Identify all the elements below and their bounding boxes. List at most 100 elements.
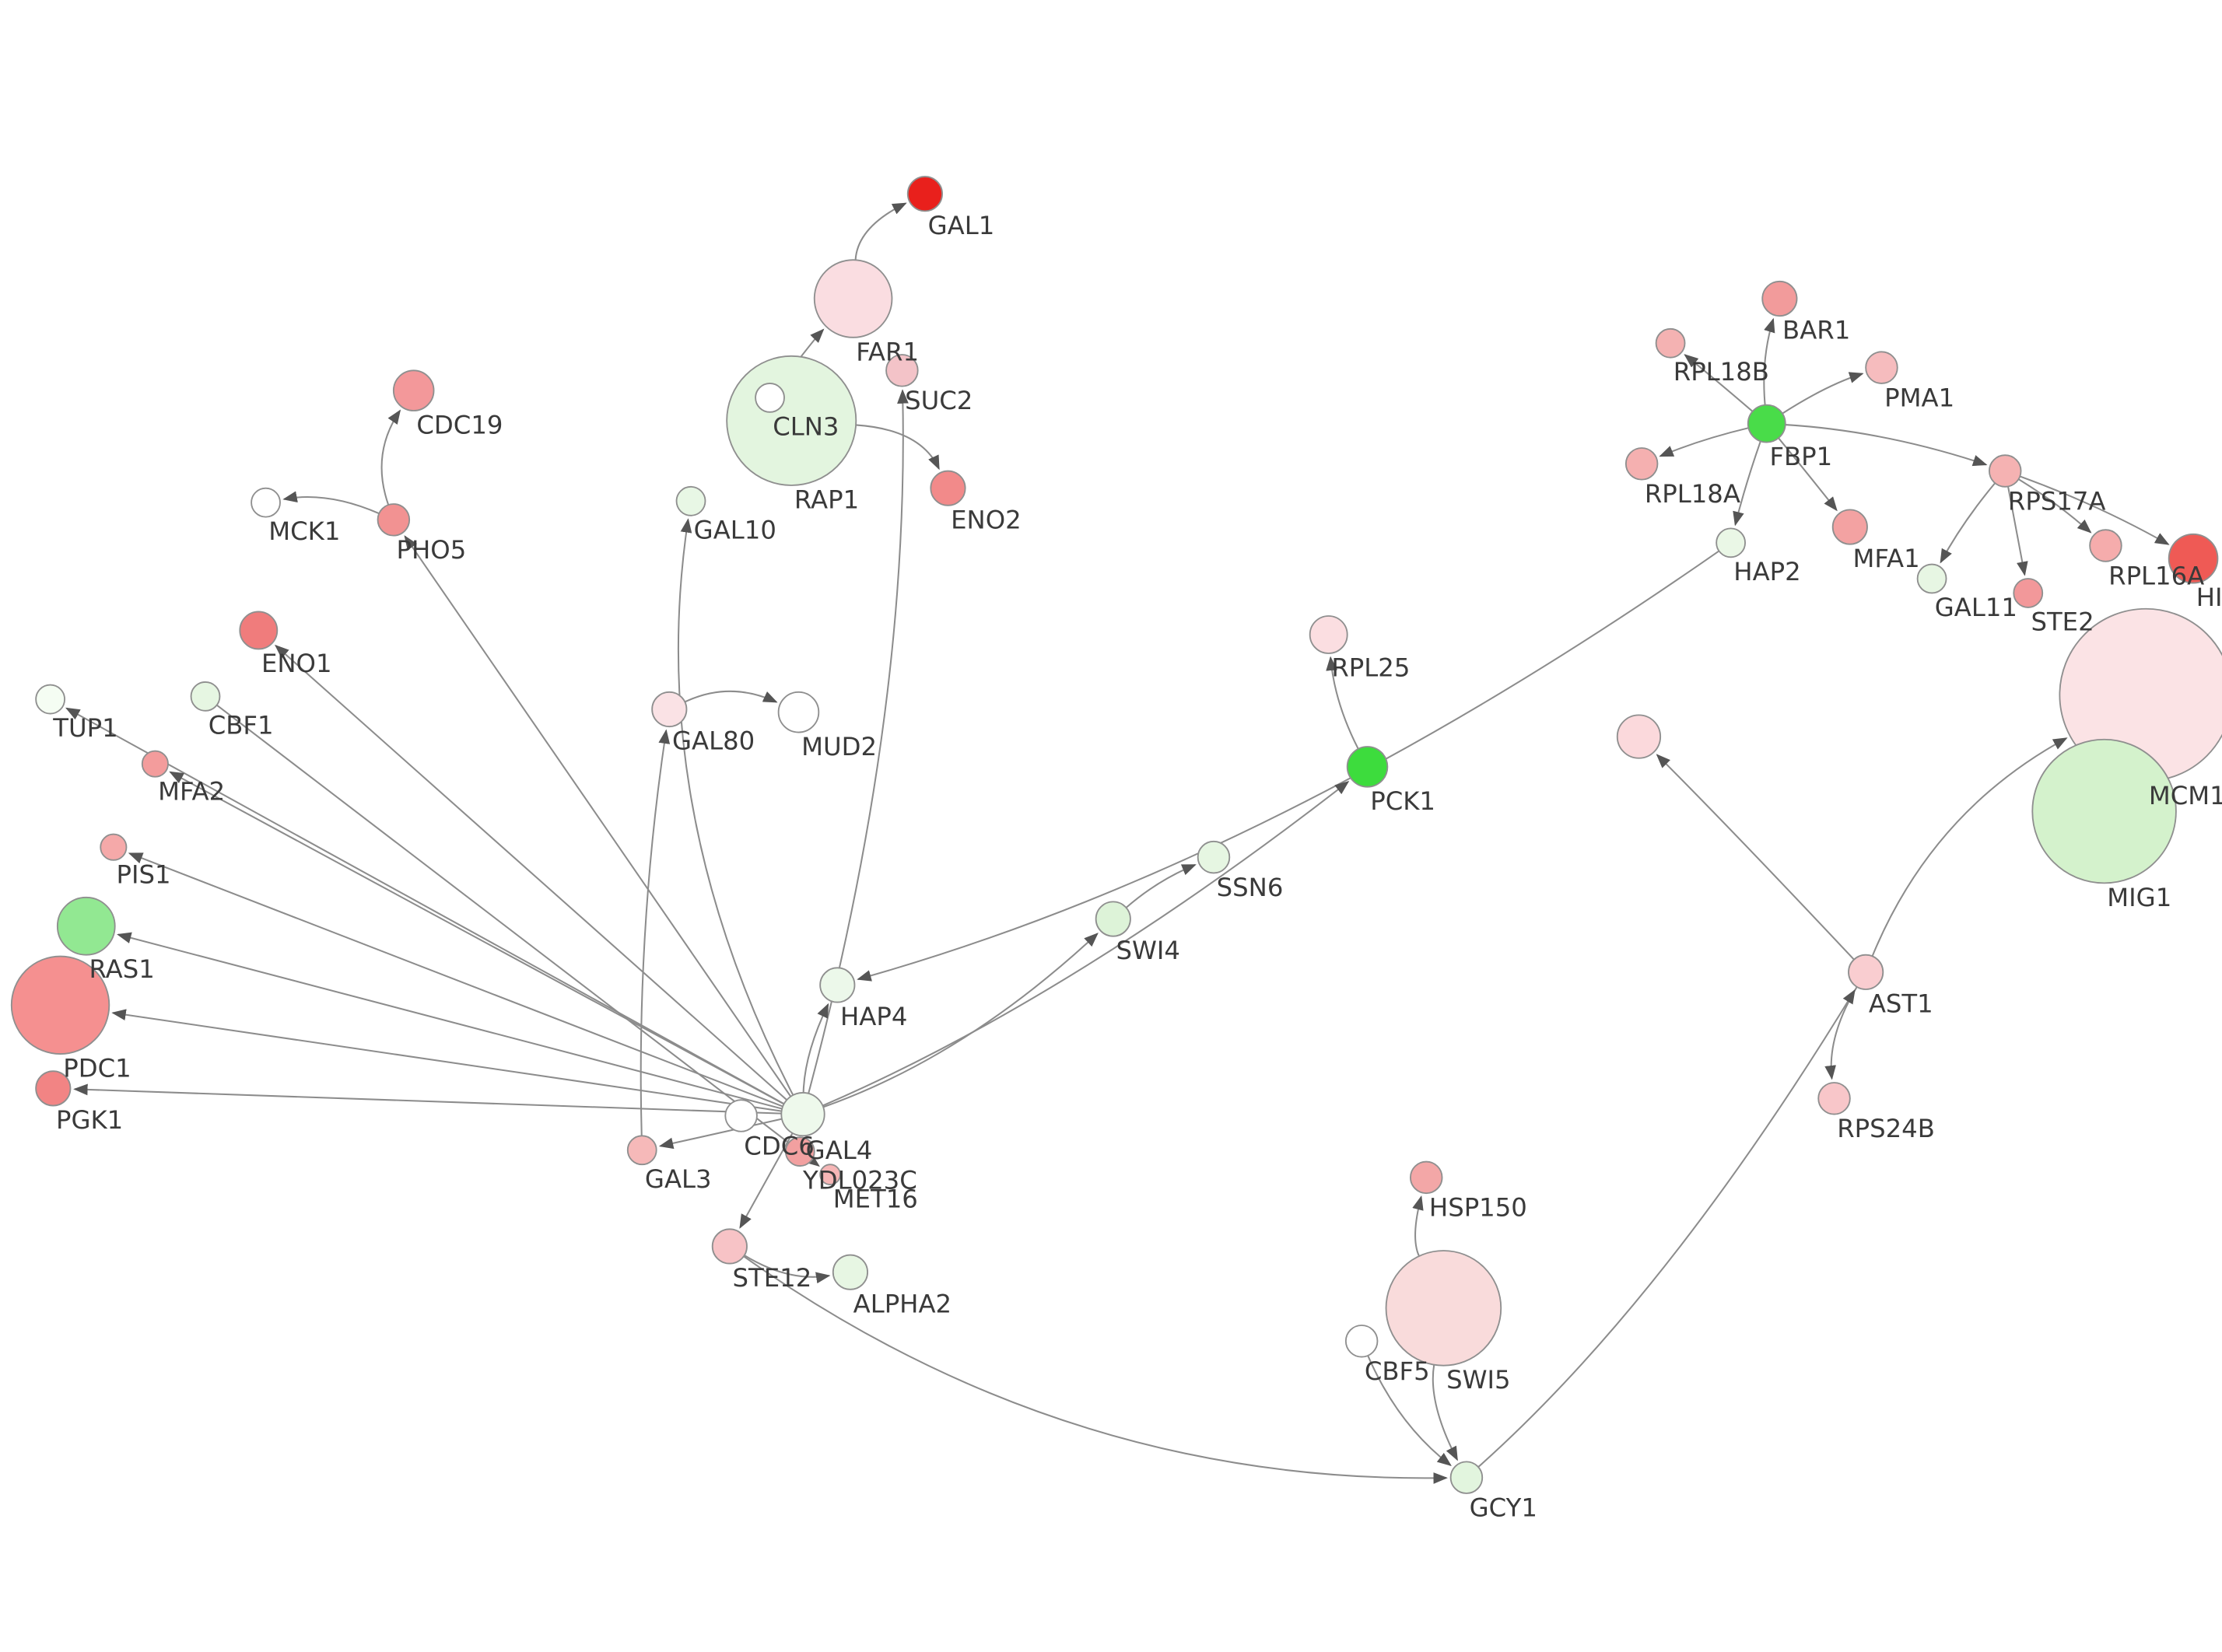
node-label-alpha2: ALPHA2 [853,1289,952,1318]
node-label-pho5: PHO5 [397,535,467,565]
node-label-bar1: BAR1 [1782,316,1850,345]
node-label-ssn6: SSN6 [1217,873,1284,902]
edge-FBP1-RPS17A [1785,424,1988,467]
edge-PHO5-CDC19 [380,409,401,506]
edge-GCY1-AST1 [1477,989,1856,1468]
node-pma1[interactable] [1865,351,1898,384]
node-tup1[interactable] [35,684,66,715]
node-gal80[interactable] [651,691,688,728]
node-pis1[interactable] [100,833,128,861]
node-label-mud2: MUD2 [801,732,877,761]
node-his4[interactable] [2168,533,2219,584]
node-rpl16a[interactable] [2089,529,2122,562]
node-label-gal10: GAL10 [694,515,776,544]
node-label-gal4: GAL4 [806,1136,873,1165]
edge-PCK1-RPL25 [1326,656,1359,750]
node-gcy1[interactable] [1449,1461,1484,1494]
edge-RPS17A-HIS4 [2019,475,2170,545]
edge-FBP1-BAR1 [1763,317,1775,405]
node-alpha2[interactable] [832,1254,869,1290]
node-label-rpl16a: RPL16A [2108,561,2204,590]
edge-GAL4-SWI4 [822,933,1099,1108]
node-ste12[interactable] [711,1228,748,1265]
node-label-swi4: SWI4 [1116,936,1180,965]
node-label-ast1: AST1 [1869,989,1933,1019]
node-label-pgk1: PGK1 [56,1105,123,1135]
node-hsp150[interactable] [1409,1160,1443,1195]
node-eno1[interactable] [239,611,279,650]
node-cdc19[interactable] [392,369,435,411]
node-pgk1[interactable] [35,1070,72,1107]
node-cdc6[interactable] [724,1099,758,1132]
edge-STE12-GCY1 [743,1255,1448,1484]
node-pdc1[interactable] [10,955,110,1055]
node-fbp1[interactable] [1747,404,1786,443]
node-label-rpl18a: RPL18A [1645,479,1740,509]
node-mig1[interactable] [2031,738,2177,884]
edge-RPS17A-STE2 [2007,486,2028,576]
node-hap2[interactable] [1716,527,1746,558]
node-suc2[interactable] [885,354,919,387]
node-pho5[interactable] [377,503,411,537]
edge-FBP1-MFA1 [1778,437,1838,512]
edge-GAL4-PIS1 [128,852,783,1108]
edge-SWI5-HSP150 [1412,1195,1424,1257]
node-unlabeled[interactable] [1616,714,1662,759]
node-mfa1[interactable] [1831,509,1868,545]
node-label-eno2: ENO2 [951,505,1022,534]
edge-HAP2-HAP4 [857,550,1720,982]
edge-GAL4-PGK1 [73,1083,782,1115]
node-swi5[interactable] [1385,1250,1502,1367]
node-gal3[interactable] [626,1135,657,1166]
edge-GAL4-GAL3 [658,1118,783,1150]
node-mud2[interactable] [777,691,820,733]
node-label-eno1: ENO1 [261,649,332,678]
node-eno2[interactable] [930,470,966,506]
node-rpl25[interactable] [1309,615,1348,654]
node-label-hsp150: HSP150 [1429,1193,1527,1223]
edge-CBF1-MET16 [216,704,820,1167]
edge-GAL4-TUP1 [65,707,785,1105]
node-cln3[interactable] [755,382,785,413]
node-gal1[interactable] [906,176,944,212]
node-label-met16: MET16 [833,1185,918,1214]
node-label-pck1: PCK1 [1370,786,1435,816]
node-ydl023c[interactable] [784,1136,815,1167]
node-label-mcm1: MCM1 [2149,781,2222,810]
node-mfa2[interactable] [141,750,169,778]
node-far1[interactable] [813,259,893,338]
node-rps24b[interactable] [1817,1082,1851,1115]
node-label-cbf1: CBF1 [209,710,274,740]
node-gal4[interactable] [780,1091,825,1137]
node-ast1[interactable] [1848,954,1884,990]
node-swi4[interactable] [1095,901,1131,937]
edge-AST1-MCM1 [1871,737,2068,957]
node-ste2[interactable] [2013,578,2044,608]
node-label-swi5: SWI5 [1446,1365,1511,1395]
node-cbf5[interactable] [1344,1325,1379,1358]
node-mck1[interactable] [251,487,281,518]
node-cbf1[interactable] [190,681,221,712]
node-label-mig1: MIG1 [2107,883,2171,912]
edge-GAL4-STE12 [739,1132,794,1229]
node-label-cln3: CLN3 [773,411,839,441]
edge-GAL4-PHO5 [404,535,792,1097]
edge-GAL4-MFA2 [169,771,785,1105]
node-gal11[interactable] [1916,563,1947,594]
node-rps17a[interactable] [1988,454,2022,488]
node-gal10[interactable] [675,485,706,516]
edge-FAR1-GAL1 [854,202,907,261]
node-ras1[interactable] [56,896,116,956]
node-rpl18a[interactable] [1624,447,1659,481]
node-bar1[interactable] [1761,280,1798,317]
node-rpl18b[interactable] [1655,327,1686,359]
node-pck1[interactable] [1346,746,1389,788]
node-met16[interactable] [819,1164,841,1185]
node-hap4[interactable] [819,967,856,1003]
node-ssn6[interactable] [1197,840,1231,874]
edge-FBP1-RPL18B [1684,354,1754,412]
edge-GAL4-HAP4 [802,1003,829,1093]
edge-AST1-UNLABELED [1656,754,1855,961]
nodes-layer [10,176,2222,1494]
